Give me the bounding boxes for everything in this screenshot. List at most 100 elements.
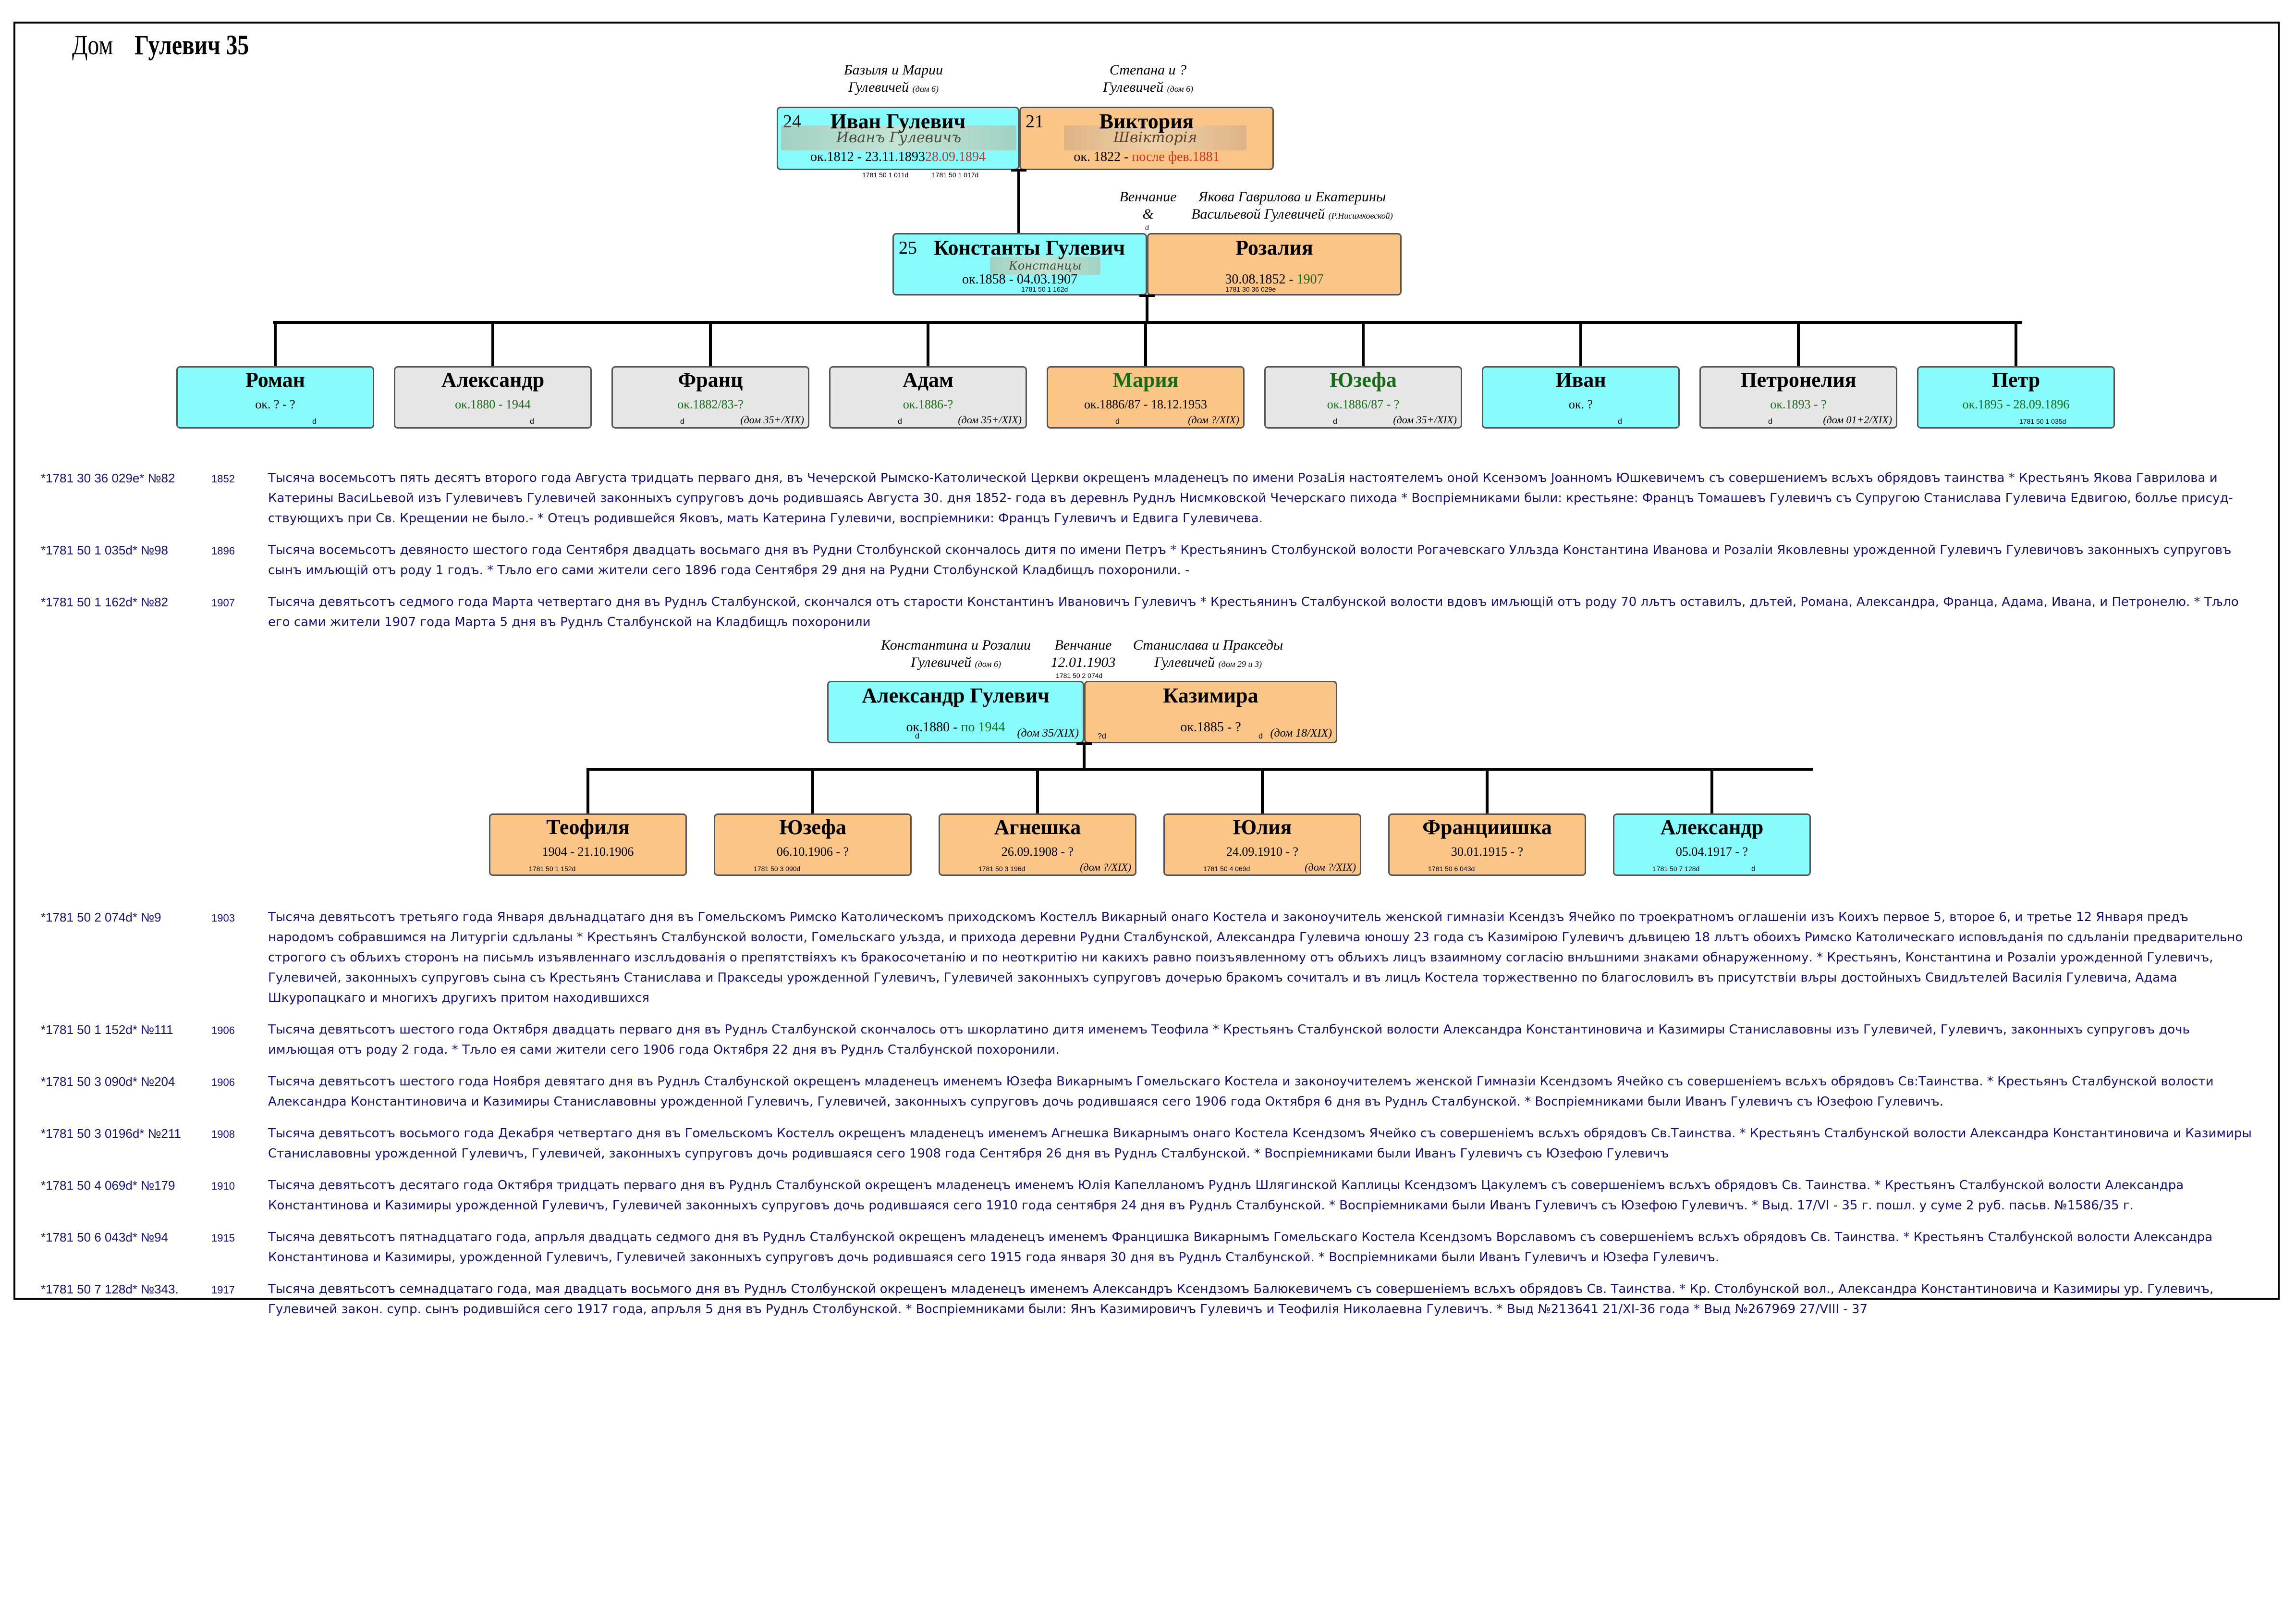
record-year: 1906	[211, 1076, 235, 1088]
child-ref: 1781 50 1 152d	[529, 865, 576, 873]
record-text: Тысяча девятьсотъ шестого года Октября д…	[268, 1022, 2190, 1057]
person-dates: ок.1885 - ?	[1180, 720, 1241, 735]
child-dates: ок.1886-?	[903, 397, 953, 411]
child-name: Александр	[1660, 815, 1764, 839]
record-year: 1906	[211, 1024, 235, 1036]
child-connector	[491, 321, 494, 367]
child-dates: ок. ? - ?	[255, 397, 295, 411]
child-dates: ок.1893 - ?	[1770, 397, 1827, 411]
child-ref: 1781 50 7 128d	[1653, 865, 1700, 873]
person-viktoria[interactable]: 21 Швікторія Виктория ок. 1822 - после ф…	[1019, 107, 1274, 170]
kazimira-parents-line1: Станислава и Пракседы	[1133, 637, 1283, 653]
record-year: 1903	[211, 912, 235, 924]
person-rozalia[interactable]: Розалия 30.08.1852 - 1907 1781 30 36 029…	[1147, 233, 1402, 295]
page-title: Дом Гулевич 35	[72, 29, 249, 61]
record-text: Тысяча девятьсотъ десятаго года Октября …	[268, 1178, 2184, 1213]
wedding-note-gen2: Венчание &	[1110, 188, 1186, 223]
page-frame	[13, 22, 2280, 1300]
child-name: Агнешка	[994, 815, 1081, 839]
konstanty-ref: 1781 50 1 162d	[1021, 285, 1068, 293]
person-dates-extra: после фев.1881	[1132, 149, 1220, 164]
record-text: Тысяча девятьсотъ пятнадцатаго года, апр…	[268, 1230, 2213, 1265]
ivan-parents-line1: Базыля и Марии	[843, 62, 943, 78]
viktoria-parents-line1: Степана и ?	[1109, 62, 1187, 78]
child-box[interactable]: Теофиля 1904 - 21.10.1906 1781 50 1 152d	[489, 813, 687, 876]
person-name: Казимира	[1163, 684, 1258, 707]
person-name: Александр Гулевич	[862, 684, 1050, 707]
ivan-ref2: 1781 50 1 017d	[932, 171, 979, 179]
wedding-mark: d	[1145, 224, 1149, 232]
child-box[interactable]: Петр ок.1895 - 28.09.1896 1781 50 1 035d	[1917, 366, 2115, 429]
child-name: Теофиля	[546, 815, 630, 839]
child-dates: ок.1895 - 28.09.1896	[1962, 397, 2070, 411]
person-number: 21	[1026, 111, 1044, 132]
aleksandr-parents-line2: Гулевичей (дом 6)	[865, 654, 1047, 673]
record-id: *1781 50 3 090d* №204	[41, 1074, 175, 1089]
person-konstanty[interactable]: 25 Констанцы Константы Гулевич ок.1858 -…	[892, 233, 1147, 295]
record-id: *1781 50 4 069d* №179	[41, 1178, 175, 1193]
child-box[interactable]: Александр ок.1880 - 1944 d	[394, 366, 592, 429]
person-name: Виктория	[1099, 110, 1194, 133]
record-text: Тысяча восемьсотъ пять десятъ второго го…	[268, 471, 2233, 526]
child-ref: 1781 50 1 035d	[2019, 418, 2066, 425]
record-year: 1910	[211, 1180, 235, 1192]
child-name: Юлия	[1233, 815, 1292, 839]
viktoria-parents-note: Степана и ? Гулевичей (дом 6)	[1071, 62, 1225, 98]
person-ivan[interactable]: 24 Иванъ Гулевичъ Иван Гулевич ок.1812 -…	[777, 107, 1019, 170]
children2-bus	[587, 768, 1813, 771]
person-aleksandr-gulevich[interactable]: Александр Гулевич ок.1880 - по 1944 (дом…	[827, 681, 1084, 743]
record-text: Тысяча восемьсотъ девяносто шестого года…	[268, 543, 2232, 578]
child-dates: ок.1880 - 1944	[455, 397, 531, 411]
record-text: Тысяча девятьсотъ седмого года Марта чет…	[268, 595, 2239, 629]
child-name: Юзефа	[1330, 368, 1397, 392]
person-dates: 30.08.1852 - 1907	[1148, 272, 1400, 287]
child-ref: 1781 50 6 043d	[1428, 865, 1475, 873]
record-id: *1781 50 1 152d* №111	[41, 1022, 173, 1037]
person-kazimira[interactable]: Казимира ок.1885 - ? (дом 18/XIX) ?d d	[1084, 681, 1337, 743]
child-name: Роман	[245, 368, 305, 392]
person-name: Константы Гулевич	[933, 236, 1125, 259]
child-connector	[274, 321, 277, 367]
record-id: *1781 50 6 043d* №94	[41, 1230, 169, 1244]
child-house: (дом 35+/XIX)	[958, 414, 1022, 426]
child-dates: ок.1886/87 - 18.12.1953	[1084, 397, 1207, 411]
child-connector	[1144, 321, 1147, 367]
person-house: (дом 18/XIX)	[1270, 727, 1332, 739]
record-year: 1907	[211, 597, 235, 609]
person-mark: d	[1258, 732, 1263, 740]
child-name: Петр	[1991, 368, 2040, 392]
child-name: Александр	[441, 368, 545, 392]
person-dates-extra: 1907	[1296, 272, 1324, 287]
person-dates: ок.1858 - 04.03.1907	[962, 272, 1077, 287]
child-dates: 06.10.1906 - ?	[776, 845, 849, 859]
connector-gen2-tick	[1139, 295, 1155, 297]
child-mark: d	[1115, 418, 1120, 426]
child-mark: d	[530, 418, 534, 426]
record-year: 1908	[211, 1128, 235, 1140]
wedding-amp: &	[1142, 206, 1154, 222]
child-dates: 1904 - 21.10.1906	[542, 845, 634, 859]
rozalia-parents-line1: Якова Гаврилова и Екатерины	[1198, 189, 1386, 205]
kazimira-parents-note: Станислава и Пракседы Гулевичей (дом 29 …	[1119, 637, 1297, 673]
record-year: 1915	[211, 1232, 235, 1244]
wedding-date: 12.01.1903	[1050, 654, 1116, 670]
record-year: 1896	[211, 545, 235, 557]
child-house: (дом ?/XIX)	[1305, 861, 1356, 873]
child-connector	[1036, 768, 1039, 814]
kazimira-parents-surname: Гулевичей	[1154, 654, 1215, 670]
child-dates: 30.01.1915 - ?	[1451, 845, 1524, 859]
child-house: (дом ?/XIX)	[1188, 414, 1239, 426]
child-house: (дом 01+2/XIX)	[1823, 414, 1892, 426]
